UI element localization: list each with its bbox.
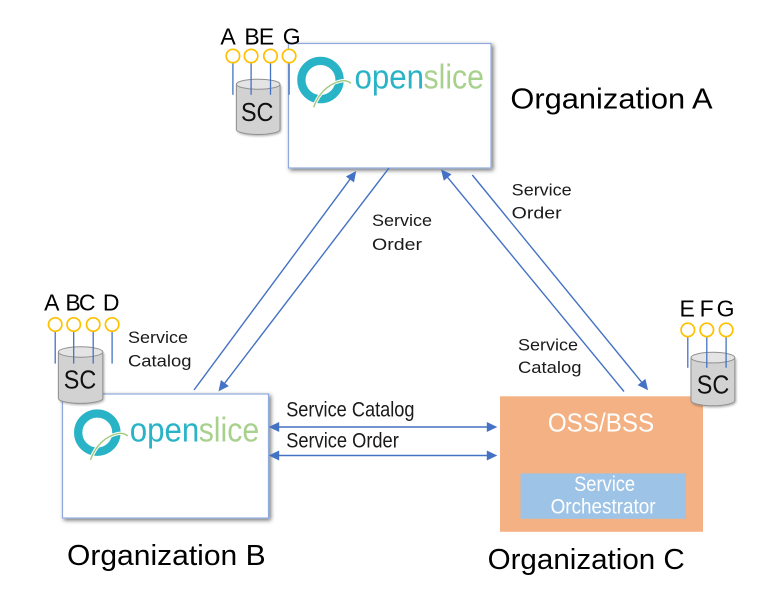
svg-text:E: E [680, 295, 695, 321]
svg-text:Organization A: Organization A [510, 83, 713, 115]
svg-text:Service: Service [512, 181, 572, 200]
svg-text:Service: Service [574, 473, 635, 496]
svg-text:slice: slice [199, 412, 260, 450]
svg-text:Catalog: Catalog [518, 358, 582, 377]
svg-text:Order: Order [372, 235, 422, 254]
svg-text:SC: SC [241, 99, 274, 127]
svg-text:G: G [717, 295, 735, 321]
svg-text:SC: SC [697, 371, 730, 399]
svg-text:open: open [355, 59, 425, 97]
svg-text:Order: Order [512, 204, 562, 223]
svg-text:A: A [220, 23, 236, 49]
svg-text:Organization C: Organization C [488, 544, 685, 576]
svg-text:Service Catalog: Service Catalog [286, 398, 414, 421]
svg-text:A: A [44, 290, 60, 316]
svg-text:Orchestrator: Orchestrator [551, 495, 656, 518]
svg-text:G: G [283, 23, 301, 49]
svg-text:B: B [244, 23, 259, 49]
svg-text:F: F [700, 295, 714, 321]
svg-text:C: C [79, 290, 96, 316]
svg-text:Service Order: Service Order [286, 430, 399, 453]
svg-text:Service: Service [372, 211, 432, 230]
svg-text:Service: Service [128, 328, 188, 347]
svg-text:E: E [259, 23, 274, 49]
svg-text:slice: slice [424, 59, 485, 97]
svg-text:Organization B: Organization B [67, 540, 266, 572]
svg-text:SC: SC [64, 367, 97, 395]
svg-text:B: B [65, 290, 80, 316]
svg-text:Catalog: Catalog [128, 352, 192, 371]
svg-text:D: D [103, 290, 120, 316]
svg-text:OSS/BSS: OSS/BSS [548, 408, 654, 438]
svg-text:Service: Service [518, 336, 578, 355]
svg-text:open: open [130, 412, 200, 450]
